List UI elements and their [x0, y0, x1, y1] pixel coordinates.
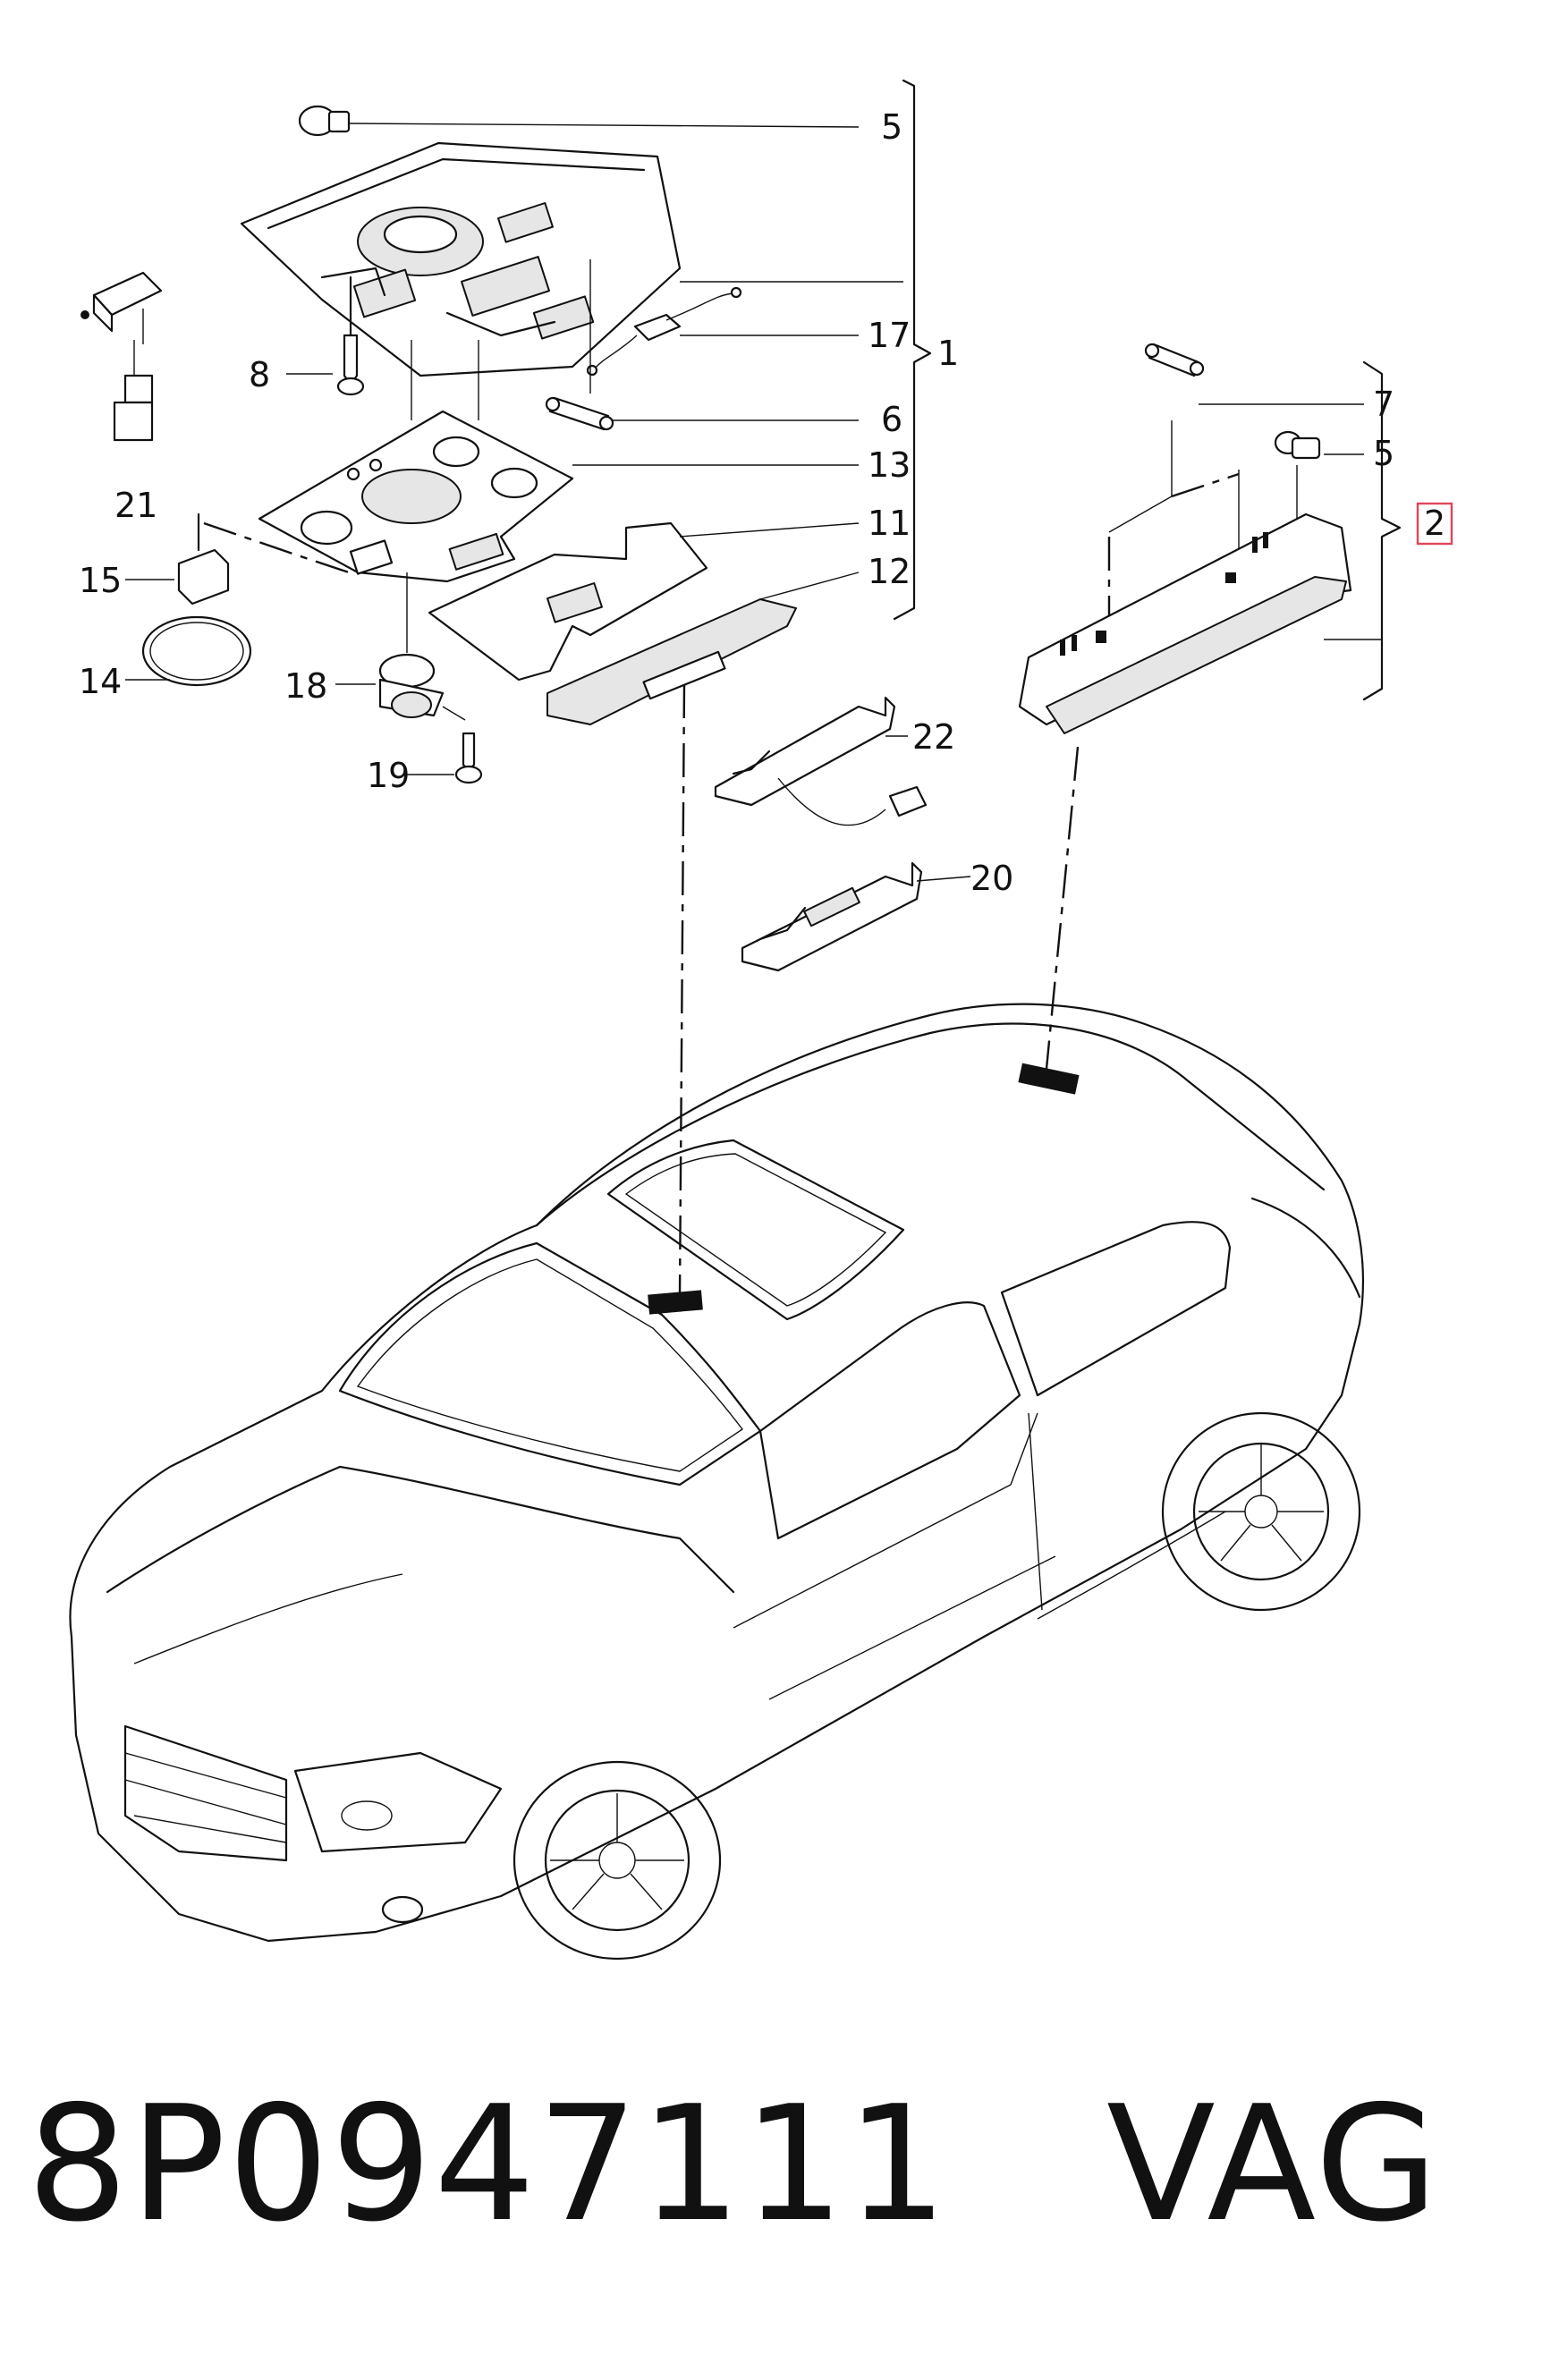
bulb-part-5 — [298, 105, 351, 137]
bracket-part-20 — [741, 861, 923, 972]
callout-21: 21 — [114, 486, 157, 525]
switch-panel-part-13 — [258, 410, 574, 583]
roof-marker-front — [648, 1290, 703, 1315]
module-part-21 — [80, 271, 163, 442]
callout-5-top: 5 — [881, 107, 902, 147]
callout-12: 12 — [868, 552, 911, 591]
part-number-caption: 8P0947111 VAG — [27, 2071, 1441, 2257]
callout-1: 1 — [937, 334, 959, 373]
callout-11: 11 — [868, 504, 911, 543]
ring-part-14 — [141, 615, 252, 687]
callout-18: 18 — [284, 666, 327, 706]
callout-14: 14 — [79, 662, 122, 701]
bracket-part-22 — [714, 696, 928, 826]
roof-marker-rear — [1018, 1063, 1080, 1095]
callout-15: 15 — [79, 561, 122, 600]
callout-2: 2 — [1424, 504, 1445, 543]
bulb-part-7 — [1144, 343, 1205, 377]
callout-5-right: 5 — [1373, 434, 1394, 473]
festoon-bulb-part-6 — [545, 396, 614, 431]
callout-22: 22 — [912, 717, 955, 757]
parts-diagram: 5 17 1 8 6 — [69, 79, 1453, 1961]
callout-13: 13 — [868, 445, 911, 485]
callout-8: 8 — [249, 355, 270, 394]
bulb-part-5-right — [1274, 430, 1321, 460]
clip-part-15 — [177, 512, 230, 606]
callout-17: 17 — [868, 316, 911, 355]
screw-part-8 — [336, 275, 365, 396]
cover-plate-part-11 — [428, 521, 708, 682]
callout-7: 7 — [1373, 385, 1394, 424]
reading-light-housing-part-2 — [1018, 512, 1352, 734]
screw-part-19 — [454, 732, 483, 784]
callout-20: 20 — [970, 859, 1013, 898]
car-outline — [69, 1003, 1364, 1961]
sensor-part-17 — [586, 286, 742, 377]
highlight-box-2 — [1416, 502, 1453, 546]
callout-19: 19 — [367, 756, 410, 795]
roof-console-housing — [240, 141, 682, 377]
housing-part-18 — [378, 572, 466, 721]
callout-6: 6 — [881, 400, 902, 439]
